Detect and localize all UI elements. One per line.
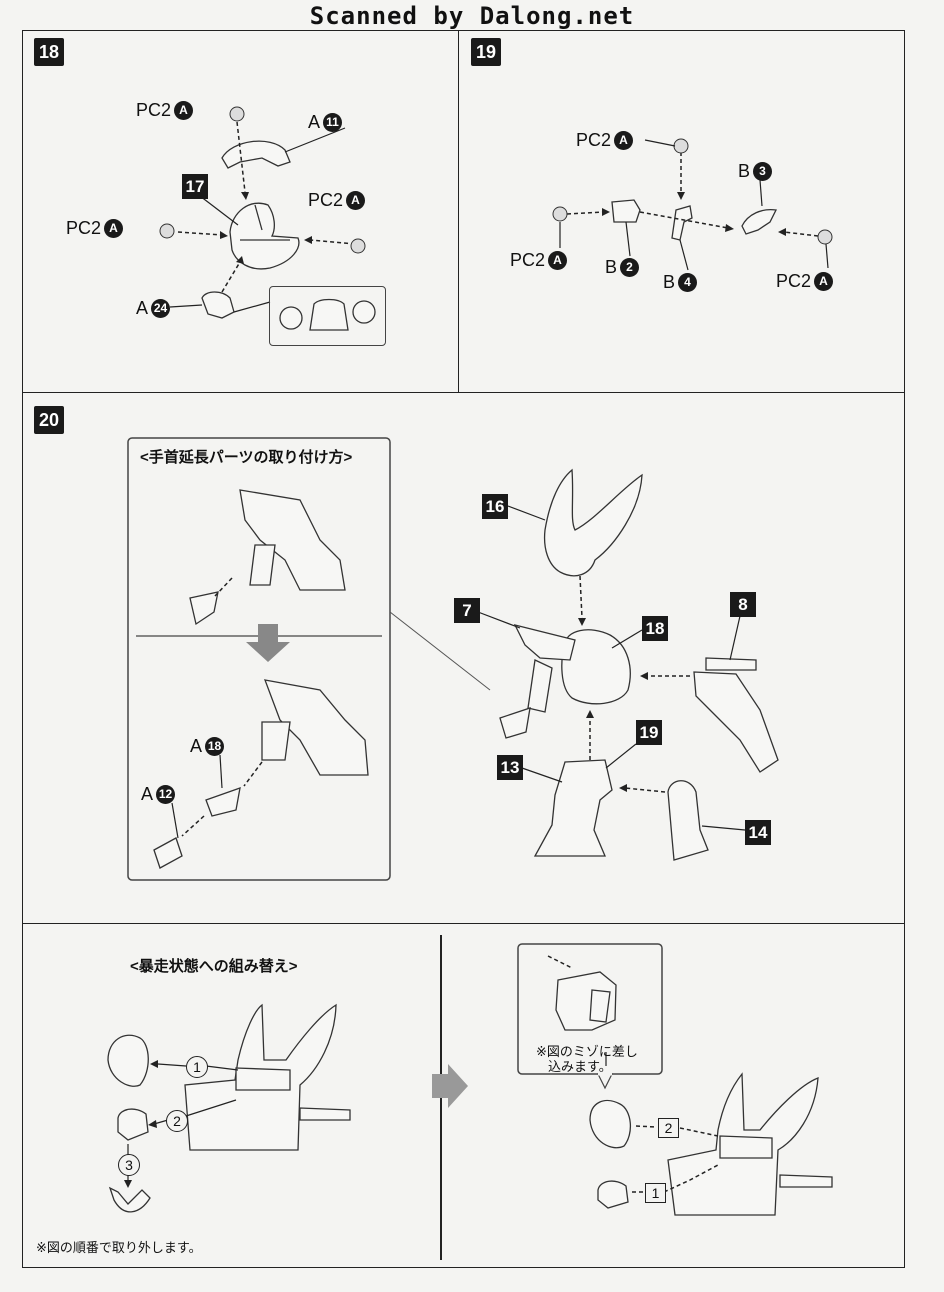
part-number-badge: 24 — [151, 299, 171, 318]
runner-letter: A — [136, 298, 149, 318]
step19-pc2-left-label: PC2 A — [510, 250, 568, 271]
step20-a12-label: A 12 — [141, 784, 176, 805]
step18-body-part17 — [229, 202, 300, 270]
runner-a-badge: A — [346, 191, 366, 210]
reassembly-order-1: 1 — [645, 1183, 666, 1203]
step20-part-7: 7 — [454, 598, 480, 623]
step18-dash-left — [177, 231, 223, 236]
bottom-left-robot — [184, 1003, 351, 1151]
groove-note-line1: ※図のミゾに差し — [536, 1044, 638, 1059]
step18-pc2-right-label: PC2 A — [308, 190, 366, 211]
runner-a-badge: A — [174, 101, 194, 120]
step20-part-8: 8 — [730, 592, 756, 617]
step20-leg-part14 — [667, 780, 709, 861]
step18-dash-right — [309, 239, 356, 245]
removal-order-3: 3 — [118, 1154, 140, 1176]
scan-header: Scanned by Dalong.net — [309, 2, 635, 30]
step20-part-16: 16 — [482, 494, 508, 519]
runner-a-badge: A — [104, 219, 124, 238]
removal-order-note: ※図の順番で取り外します。 — [36, 1240, 202, 1255]
pc2-text: PC2 — [576, 130, 612, 150]
step20-part-13: 13 — [497, 755, 523, 780]
reassembly-order-2: 2 — [658, 1118, 679, 1138]
step20-leg-part13 — [533, 759, 613, 857]
step18-a11-label: A 11 — [308, 112, 343, 133]
inset-robot-lower — [153, 679, 369, 869]
runner-letter: A — [141, 784, 154, 804]
step-number-20: 20 — [34, 406, 64, 434]
runner-letter: B — [663, 272, 676, 292]
pc2-text: PC2 — [510, 250, 546, 270]
part-number-badge: 2 — [620, 258, 640, 277]
pc2-text: PC2 — [66, 218, 102, 238]
step19-b4-label: B 4 — [663, 272, 698, 293]
berserk-mode-heading: <暴走状態への組み替え> — [130, 958, 298, 975]
step18-inset-details — [279, 298, 376, 331]
runner-letter: B — [738, 161, 751, 181]
part-number-badge: 4 — [678, 273, 698, 292]
step19-pc2-top-label: PC2 A — [576, 130, 634, 151]
step20-arm-part7 — [499, 624, 576, 739]
step19-b3-label: B 3 — [738, 161, 773, 182]
bottom-right-robot — [667, 1072, 833, 1216]
groove-note-line2: 込みます。 — [548, 1059, 612, 1074]
part-number-badge: 11 — [323, 113, 343, 132]
part-number-badge: 12 — [156, 785, 176, 804]
step18-pc2-left-label: PC2 A — [66, 218, 124, 239]
runner-letter: B — [605, 257, 618, 277]
bottom-right-face — [597, 1180, 629, 1209]
step18-pc2-top-label: PC2 A — [136, 100, 194, 121]
step20-part-19: 19 — [636, 720, 662, 745]
step19-pc2-right-label: PC2 A — [776, 271, 834, 292]
step20-arm-part8 — [693, 657, 779, 773]
runner-a-badge: A — [614, 131, 634, 150]
pc2-text: PC2 — [776, 271, 812, 291]
transition-arrow — [432, 1064, 468, 1108]
step18-detail-inset — [269, 286, 386, 346]
step-number-19: 19 — [471, 38, 501, 66]
step18-a24-label: A 24 — [136, 298, 171, 319]
part-number-badge: 18 — [205, 737, 225, 756]
step19-part-b4 — [671, 205, 693, 241]
step18-top-shell — [221, 140, 291, 169]
bottom-right-helmet — [589, 1099, 631, 1149]
runner-a-badge: A — [548, 251, 568, 270]
bottom-left-helmet — [107, 1034, 149, 1087]
part-number-badge: 3 — [753, 162, 773, 181]
runner-letter: A — [190, 736, 203, 756]
removal-order-2: 2 — [166, 1110, 188, 1132]
removal-order-1: 1 — [186, 1056, 208, 1078]
inset-robot-upper — [189, 489, 346, 626]
step20-part-14: 14 — [745, 820, 771, 845]
wrist-extension-heading: <手首延長パーツの取り付け方> — [140, 449, 353, 466]
bottom-left-face — [117, 1108, 149, 1141]
bottom-left-jaw — [108, 1186, 151, 1213]
frame-bottom — [22, 923, 905, 1268]
step18-dash-bottom — [221, 261, 241, 293]
step20-a18-label: A 18 — [190, 736, 225, 757]
step19-part-b2 — [611, 199, 641, 223]
step19-part-b3 — [741, 208, 777, 235]
step20-torso-part18 — [561, 629, 631, 705]
step18-part-a24 — [201, 291, 235, 319]
step19-b2-label: B 2 — [605, 257, 640, 278]
runner-letter: A — [308, 112, 321, 132]
runner-a-badge: A — [814, 272, 834, 291]
pc2-text: PC2 — [136, 100, 172, 120]
step18-dash-top — [236, 121, 246, 193]
step18-part-17-label: 17 — [182, 174, 208, 199]
step-number-18: 18 — [34, 38, 64, 66]
step20-part-18: 18 — [642, 616, 668, 641]
callout-helmet-detail — [555, 971, 617, 1031]
step20-head-part16 — [543, 468, 643, 577]
pc2-text: PC2 — [308, 190, 344, 210]
